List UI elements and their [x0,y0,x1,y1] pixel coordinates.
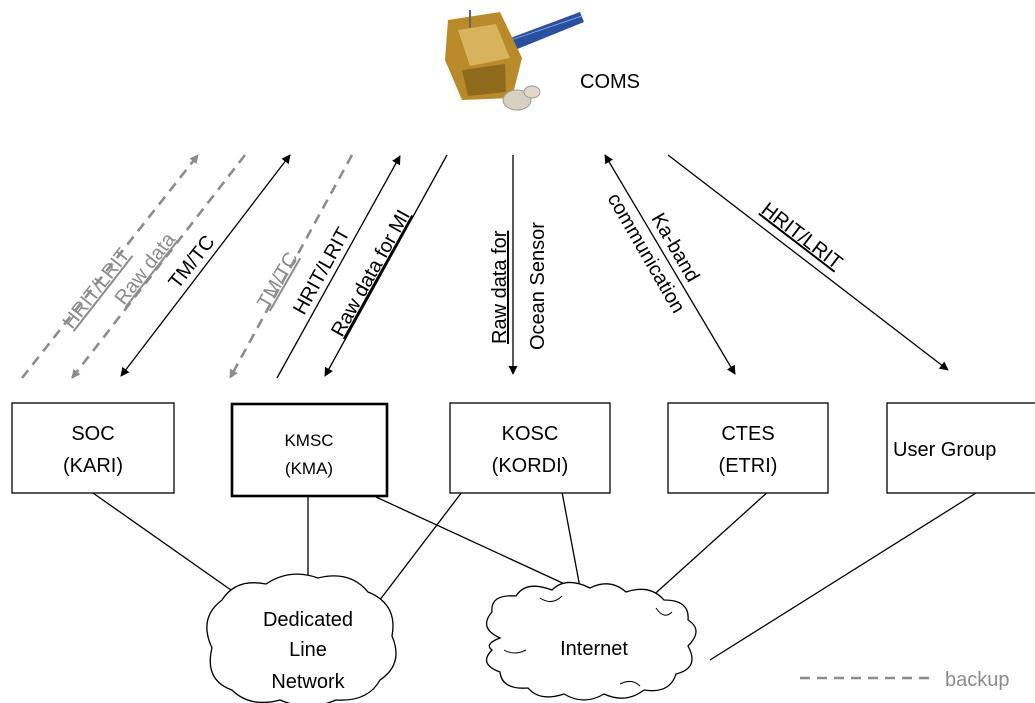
network-link-line [92,492,249,603]
dedicated-line-label: Line [289,639,327,661]
network-link-line [647,489,771,601]
legend-backup-label: backup [945,669,1010,691]
network-link-line [375,496,596,599]
raw-data-mi-label: Raw data for MI [327,206,415,340]
station-soc: SOC (KARI) [11,402,175,494]
station-kosc: KOSC (KORDI) [449,402,611,494]
link-line [276,155,401,379]
raw-data-ocean-label-line2: Ocean Sensor [527,222,549,350]
station-org: (KARI) [63,455,123,477]
link-line [120,154,291,377]
satellite-icon [445,10,584,111]
dedicated-line-label: Dedicated [263,609,353,631]
network-link-line [561,491,583,599]
internet-label: Internet [560,638,628,660]
link-line [324,154,448,377]
station-org: (ETRI) [719,455,778,477]
station-name: User Group [893,439,996,461]
station-org: (KORDI) [492,455,569,477]
dedicated-line-label: Network [271,671,345,693]
internet-cloud: Internet [485,581,697,701]
station-ctes: CTES (ETRI) [667,402,829,494]
network-link-line [375,491,463,606]
station-name: SOC [71,423,114,445]
user-hrit-lrit-label: HRIT/LRIT [757,199,846,275]
station-name: KOSC [502,423,559,445]
backup-link-line [20,154,200,379]
raw-data-ocean-label-line1: Raw data for [489,230,511,344]
station-name: CTES [721,423,774,445]
network-link-line [709,492,977,661]
link-line [604,154,736,375]
satellite-label: COMS [580,71,640,93]
link-line [667,154,949,371]
station-org: (KMA) [285,459,333,478]
backup-link-line [228,154,354,379]
station-user-group: User Group [886,402,1035,494]
station-name: KMSC [284,431,333,450]
dedicated-line-network-cloud: Dedicated Line Network [206,573,397,703]
legend: backup [800,669,1010,691]
station-kmsc: KMSC (KMA) [230,402,389,498]
